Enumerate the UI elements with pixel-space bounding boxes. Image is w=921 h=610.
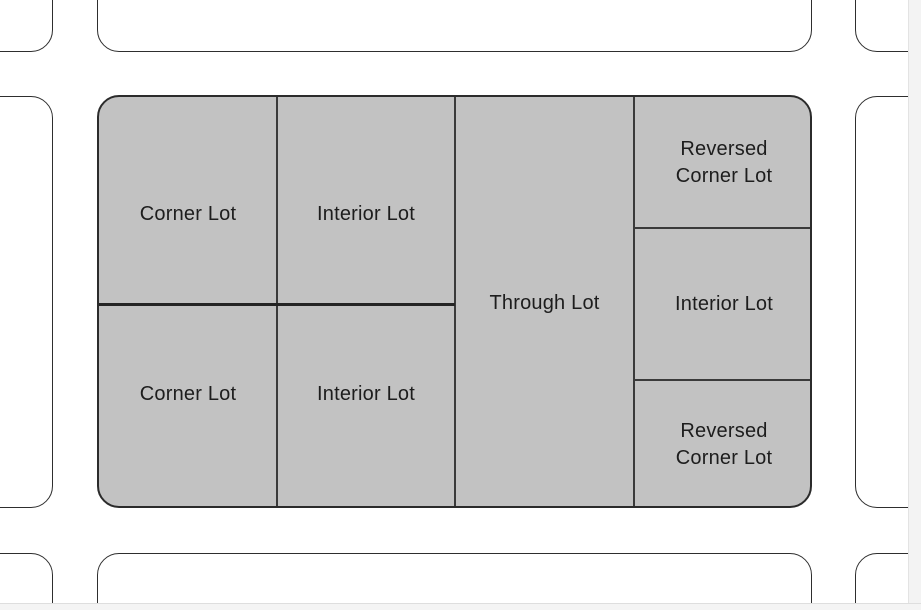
lot-interior-right: Interior Lot	[634, 228, 810, 380]
lot-divider-vertical-3	[633, 97, 635, 506]
lot-interior-bottom: Interior Lot	[277, 305, 455, 506]
lot-divider-vertical-1	[276, 97, 278, 506]
lot-divider-horizontal-middle	[99, 303, 455, 306]
lot-through: Through Lot	[455, 97, 634, 506]
adjacent-block-bottom-center	[97, 553, 812, 610]
page-edge-right	[908, 0, 921, 610]
lot-divider-horizontal-right-upper	[633, 227, 810, 229]
lot-interior-top: Interior Lot	[277, 97, 455, 305]
lot-reversed-corner-top: Reversed Corner Lot	[634, 97, 810, 228]
lot-label: Reversed Corner Lot	[675, 420, 773, 469]
lot-label: Interior Lot	[316, 202, 415, 225]
lot-label: Interior Lot	[316, 383, 415, 405]
lot-label: Through Lot	[489, 292, 600, 314]
lot-divider-vertical-2	[454, 97, 456, 506]
lot-label: Reversed Corner Lot	[675, 137, 773, 187]
adjacent-block-top-left	[0, 0, 53, 52]
lot-label: Corner Lot	[139, 383, 237, 405]
page-edge-bottom	[0, 603, 921, 610]
lot-corner-top: Corner Lot	[99, 97, 277, 305]
lot-label: Corner Lot	[139, 202, 237, 225]
adjacent-block-left	[0, 96, 53, 508]
adjacent-block-top-center	[97, 0, 812, 52]
adjacent-block-bottom-left	[0, 553, 53, 610]
lot-divider-horizontal-right-lower	[633, 379, 810, 381]
lot-corner-bottom: Corner Lot	[99, 305, 277, 506]
city-block: Corner Lot Interior Lot Corner Lot Inter…	[97, 95, 812, 508]
lot-label: Interior Lot	[674, 292, 773, 315]
lot-reversed-corner-bottom: Reversed Corner Lot	[634, 380, 810, 506]
